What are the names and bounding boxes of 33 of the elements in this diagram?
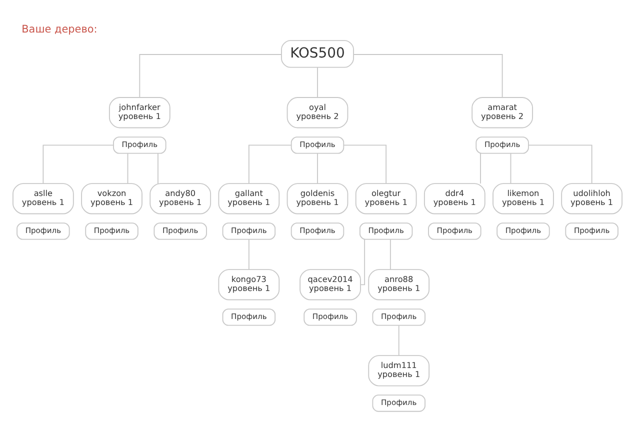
node-box: vokzon уровень 1 [81,182,142,214]
node-box: amarat уровень 2 [472,96,533,128]
node-box: qacev2014 уровень 1 [300,268,361,300]
node-box: gallant уровень 1 [218,182,280,214]
node-box: andy80 уровень 1 [150,182,212,214]
connector [248,144,292,184]
node-box: KOS500 [281,40,354,68]
node-box: ludm111 уровень 1 [368,354,430,386]
connector [248,238,250,270]
connector [343,144,387,184]
node-box: anro88 уровень 1 [368,268,430,300]
node-box: olegtur уровень 1 [355,182,417,214]
connector [127,152,128,184]
node-box: goldenis уровень 1 [286,182,348,214]
connector [139,54,282,98]
node-box: aslle уровень 1 [12,182,74,214]
node-box: likemon уровень 1 [492,182,554,214]
connector [317,66,318,98]
connector [398,324,400,356]
connector [480,152,481,184]
connector [42,144,114,184]
node-box: johnfarker уровень 1 [108,96,170,128]
diagram-title: Ваше дерево: [22,23,98,36]
connector [528,144,592,184]
connector [317,152,318,184]
connector [360,238,366,285]
node-box: kongo73 уровень 1 [218,268,280,300]
node-box: ddr4 уровень 1 [424,182,486,214]
connector [390,238,391,270]
node-box: oyal уровень 2 [286,96,348,128]
node-box: udolihloh уровень 1 [561,182,622,214]
connector [353,54,503,98]
connector [510,152,512,184]
